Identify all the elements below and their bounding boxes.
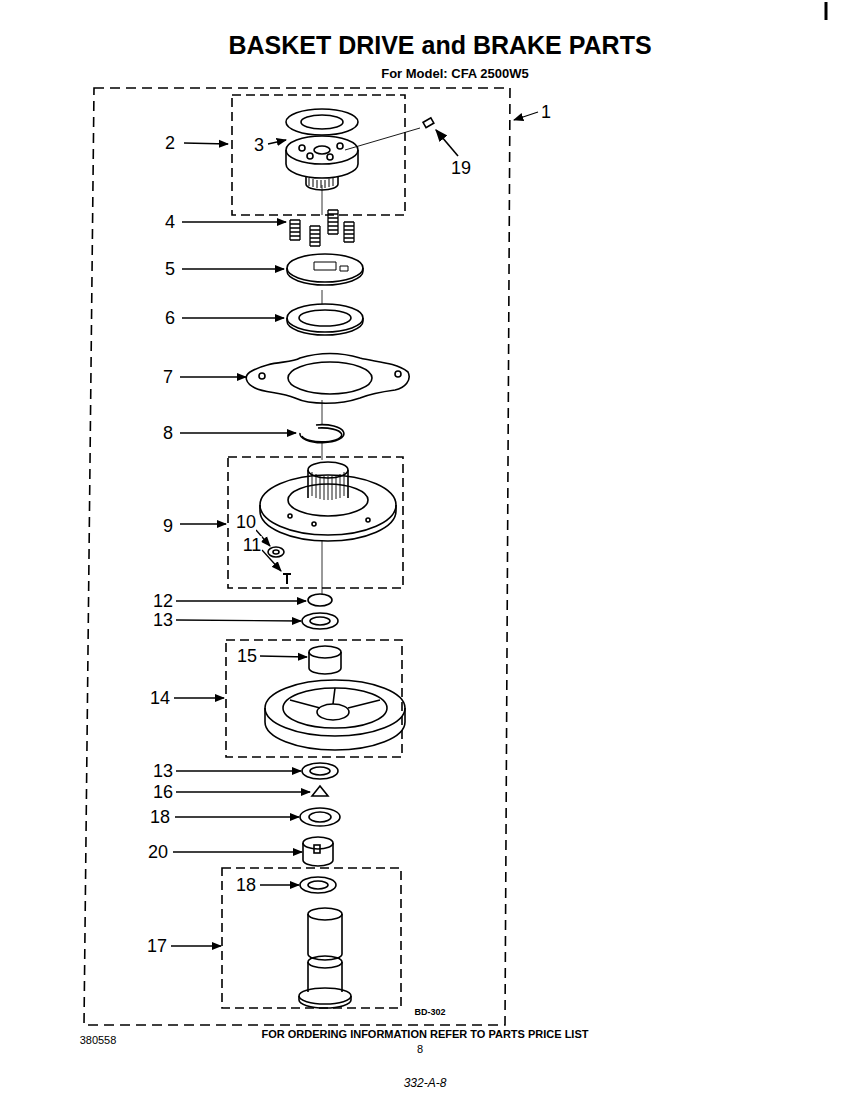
callout-number: 7 (163, 368, 173, 386)
callout-number: 8 (163, 424, 173, 442)
callout-number: 4 (165, 213, 175, 231)
callout-number: 5 (165, 260, 175, 278)
callout-number: 11 (243, 536, 262, 554)
callout-number: 13 (153, 611, 173, 629)
callout-number: 12 (153, 592, 173, 610)
callout-number: 13 (153, 762, 173, 780)
callout-number: 19 (451, 159, 471, 177)
model-subtitle: For Model: CFA 2500W5 (381, 67, 529, 80)
callout-number: 16 (153, 783, 173, 801)
callout-number: 18 (236, 876, 256, 894)
document-number: 380558 (80, 1035, 117, 1046)
drawing-code: BD-302 (414, 1008, 445, 1017)
page-title: BASKET DRIVE and BRAKE PARTS (228, 33, 651, 58)
callout-number: 3 (254, 136, 264, 154)
callout-number: 10 (236, 513, 256, 531)
callout-number: 9 (163, 517, 173, 535)
handwritten-note: 332-A-8 (404, 1077, 447, 1089)
callout-number: 17 (147, 937, 167, 955)
callout-number: 14 (150, 689, 170, 707)
callout-number: 2 (165, 134, 175, 152)
footer-note: FOR ORDERING INFORMATION REFER TO PARTS … (262, 1029, 589, 1040)
callout-number: 20 (148, 843, 168, 861)
callout-number: 1 (541, 103, 551, 121)
callout-number: 18 (150, 808, 170, 826)
page-number: 8 (417, 1044, 423, 1055)
callout-number: 15 (237, 647, 257, 665)
callout-number: 6 (165, 309, 175, 327)
